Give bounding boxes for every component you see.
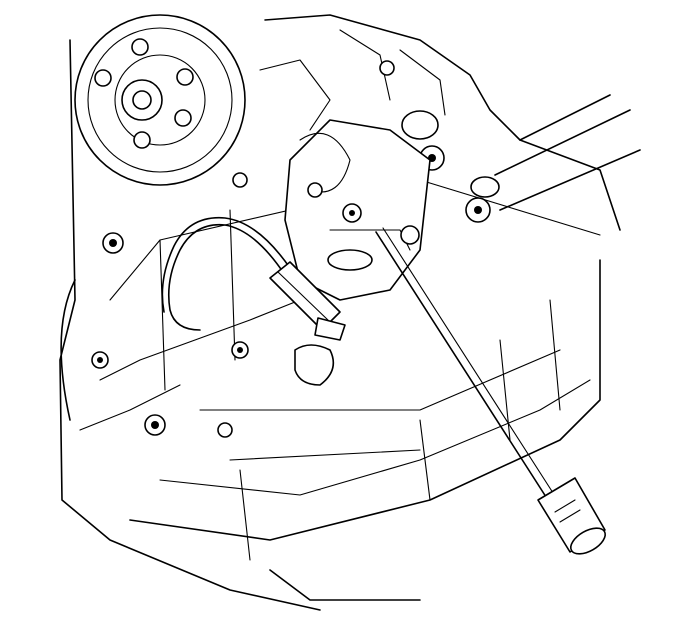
oil-level-dipstick [375, 227, 556, 501]
oil-pressure-sensor-bracket [284, 119, 431, 386]
electrical-connector [269, 261, 346, 341]
harmonic-balancer-pulley [60, 14, 246, 421]
engine-block [59, 14, 641, 611]
dipstick-handle [537, 477, 606, 555]
oil-pan [129, 259, 601, 601]
sensor-wiring-harness [161, 216, 291, 331]
